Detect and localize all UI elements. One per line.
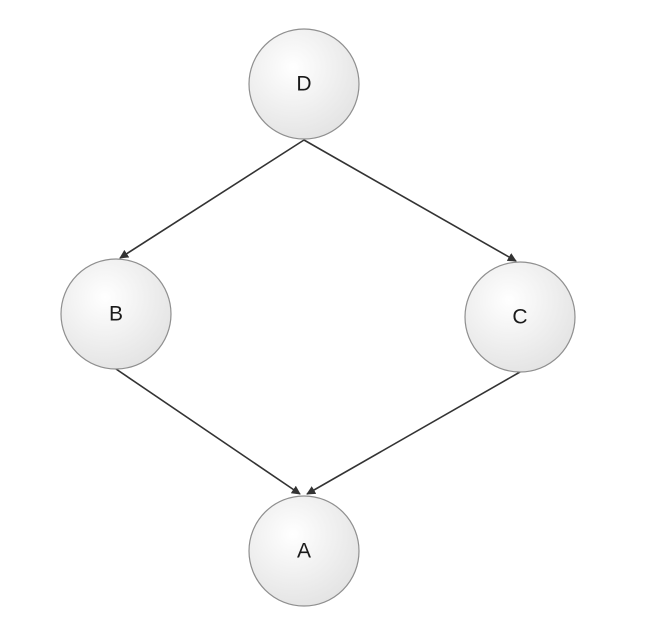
nodes-layer: D B C A bbox=[60, 28, 576, 607]
node-b-circle bbox=[60, 258, 172, 370]
node-b-label: B bbox=[109, 303, 123, 326]
edge-c-to-a bbox=[306, 371, 521, 495]
node-d-circle bbox=[248, 28, 360, 140]
node-d-label: D bbox=[296, 73, 311, 96]
node-c-label: C bbox=[512, 306, 527, 329]
node-a-label: A bbox=[297, 540, 311, 563]
node-a-circle bbox=[248, 495, 360, 607]
edge-d-to-c bbox=[303, 139, 517, 262]
edge-d-to-b bbox=[119, 139, 305, 259]
node-a[interactable]: A bbox=[248, 495, 360, 607]
node-b[interactable]: B bbox=[60, 258, 172, 370]
edges-layer bbox=[115, 139, 521, 495]
node-c-circle bbox=[464, 261, 576, 373]
edge-b-to-a bbox=[115, 368, 301, 495]
node-d[interactable]: D bbox=[248, 28, 360, 140]
node-c[interactable]: C bbox=[464, 261, 576, 373]
